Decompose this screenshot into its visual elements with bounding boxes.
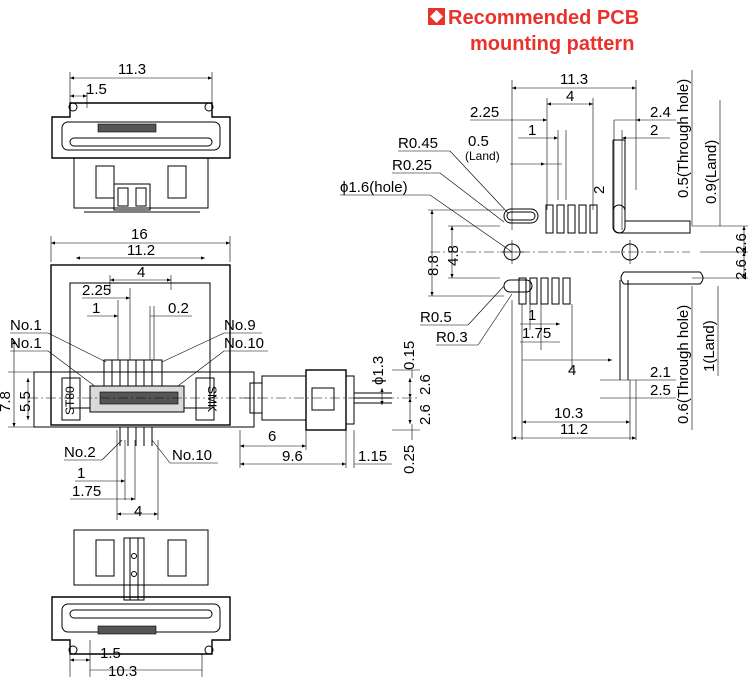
pcb-b1-label: 1 <box>528 307 536 324</box>
no9-label: No.9 <box>224 317 256 334</box>
brand-label-smk: SMK <box>205 386 219 412</box>
side-0-15-label: 0.15 <box>401 341 418 370</box>
side-2-6a-label: 2.6 <box>417 374 434 395</box>
no10-label-b: No.10 <box>172 447 212 464</box>
b4-label: 4 <box>134 503 142 520</box>
top-width-label: 11.3 <box>118 61 146 78</box>
d0-2-label: 0.2 <box>168 300 189 317</box>
pcb-2-label: 2 <box>650 122 658 139</box>
no10-label-a: No.10 <box>224 335 264 352</box>
bottom-offset-label: 1.5 <box>100 645 121 662</box>
bottom-view: 1.5 10.3 <box>51 529 231 677</box>
side-view: 6 9.6 1.15 ϕ1.3 0.15 2.6 2.6 0.25 <box>239 341 434 474</box>
title-line-1: Recommended PCB <box>448 7 639 29</box>
bottom-width-label: 10.3 <box>108 663 137 677</box>
pcb-2-1-label: 2.1 <box>650 364 671 381</box>
h5-5-label: 5.5 <box>17 391 34 412</box>
pcb-2-5-label: 2.5 <box>650 382 671 399</box>
overall-16-label: 16 <box>131 226 148 243</box>
pcb-2-4-label: 2.4 <box>650 104 671 121</box>
body-11-2-label: 11.2 <box>127 242 155 259</box>
pcb-2v-label: 2 <box>591 186 608 194</box>
d1-label: 1 <box>92 300 100 317</box>
side-0-25-label: 0.25 <box>401 445 418 474</box>
through-hole-bottom-label: 0.6(Through hole) <box>675 305 692 424</box>
pcb-land-label: (Land) <box>465 149 500 163</box>
b1-label: 1 <box>77 465 85 482</box>
through-hole-top-label: 0.5(Through hole) <box>675 79 692 198</box>
pcb-pattern: 11.3 4 2.25 2.4 1 2 0.5 (Land) R0.45 R0.… <box>340 70 750 440</box>
pitch-4-label: 4 <box>137 264 145 281</box>
mounting-hole-icon <box>204 645 214 655</box>
pcb-11-3-label: 11.3 <box>560 71 588 88</box>
pcb-0-5-label: 0.5 <box>468 133 489 150</box>
pcb-11-2-label: 11.2 <box>560 421 588 438</box>
no1-label-b: No.1 <box>10 335 42 352</box>
pcb-2-6a-label: 2.6 <box>733 233 750 254</box>
pcb-r0-25-label: R0.25 <box>392 157 432 174</box>
pcb-10-3-label: 10.3 <box>554 405 583 422</box>
side-6-label: 6 <box>268 428 276 445</box>
pcb-4-8-label: 4.8 <box>445 245 462 266</box>
d2-25-label: 2.25 <box>82 282 111 299</box>
slot-top-left <box>503 208 539 224</box>
no1-label-a: No.1 <box>10 317 42 334</box>
no2-label: No.2 <box>64 444 96 461</box>
side-9-6-label: 9.6 <box>282 448 303 465</box>
part-label-st80: ST80 <box>63 386 77 415</box>
front-body-outline <box>50 264 231 426</box>
b1-75-label: 1.75 <box>72 483 101 500</box>
side-2-6b-label: 2.6 <box>417 404 434 425</box>
pcb-r0-45-label: R0.45 <box>398 135 438 152</box>
side-1-15-label: 1.15 <box>358 448 387 465</box>
mounting-hole-icon <box>204 102 214 112</box>
pcb-8-8-label: 8.8 <box>425 255 442 276</box>
bottom-body-outline <box>51 596 231 655</box>
pcb-b1-75-label: 1.75 <box>522 325 551 342</box>
pcb-r0-5-label: R0.5 <box>420 309 452 326</box>
diamond-shape-icon <box>430 10 443 23</box>
section-title: Recommended PCB mounting pattern <box>428 7 639 55</box>
mounting-hole-icon <box>68 645 78 655</box>
pcb-1-label: 1 <box>528 122 536 139</box>
pcb-b4-label: 4 <box>568 362 576 379</box>
pcb-hole-label: ϕ1.6(hole) <box>340 179 408 196</box>
slot-bottom-left <box>503 279 533 293</box>
title-line-2: mounting pattern <box>470 33 634 55</box>
pcb-2-25-label: 2.25 <box>470 104 499 121</box>
pcb-4-label: 4 <box>566 88 574 105</box>
top-view: 11.3 1.5 <box>51 61 231 213</box>
pcb-2-6b-label: 2.6 <box>733 259 750 280</box>
land-bottom-label: 1(Land) <box>701 320 718 372</box>
land-top-label: 0.9(Land) <box>703 140 720 204</box>
phi-1-3-label: ϕ1.3 <box>370 356 387 385</box>
top-offset-label: 1.5 <box>86 81 107 98</box>
front-view: 16 11.2 4 2.25 1 0.2 No.1 No.1 No.9 No.1… <box>0 226 268 520</box>
h7-8-label: 7.8 <box>0 391 14 412</box>
pcb-r0-3-label: R0.3 <box>436 329 468 346</box>
mounting-hole-icon <box>68 102 78 112</box>
